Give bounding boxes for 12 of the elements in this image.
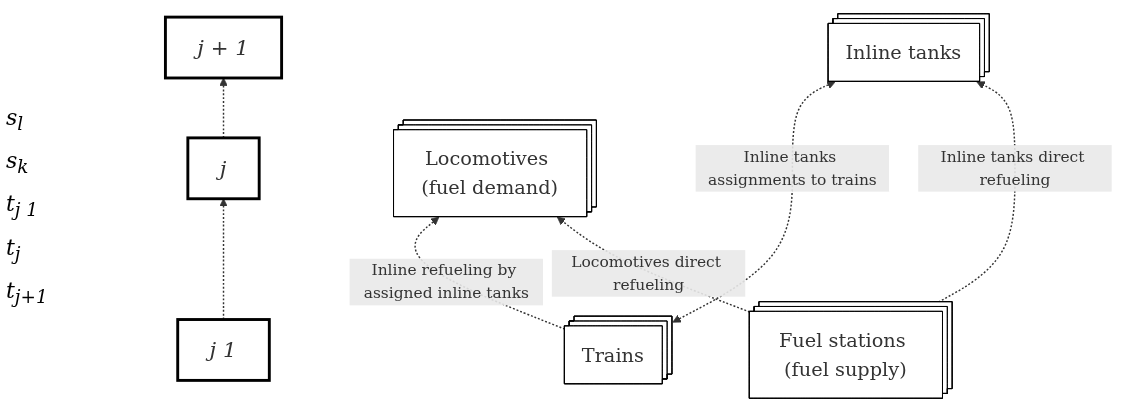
edge-label: Inline refueling by assigned inline tanks bbox=[363, 260, 529, 303]
axis-label: t$_{j+1}$ bbox=[6, 278, 49, 308]
axis-label: s$_{l}$ bbox=[6, 104, 25, 134]
axis-label: s$_{k}$ bbox=[6, 147, 30, 178]
axis-label: t$_{j}$ bbox=[6, 234, 22, 265]
edge-label: Inline tanks assignments to trains bbox=[708, 147, 877, 189]
node-box: j bbox=[186, 136, 261, 201]
node-box: j + 1 bbox=[163, 15, 284, 80]
axis-label: t$_{j 1}$ bbox=[6, 191, 39, 221]
edge-label: Locomotives direct refueling bbox=[571, 252, 721, 294]
edge-label: Inline tanks direct refueling bbox=[940, 147, 1085, 189]
node-box: j 1 bbox=[176, 318, 271, 382]
